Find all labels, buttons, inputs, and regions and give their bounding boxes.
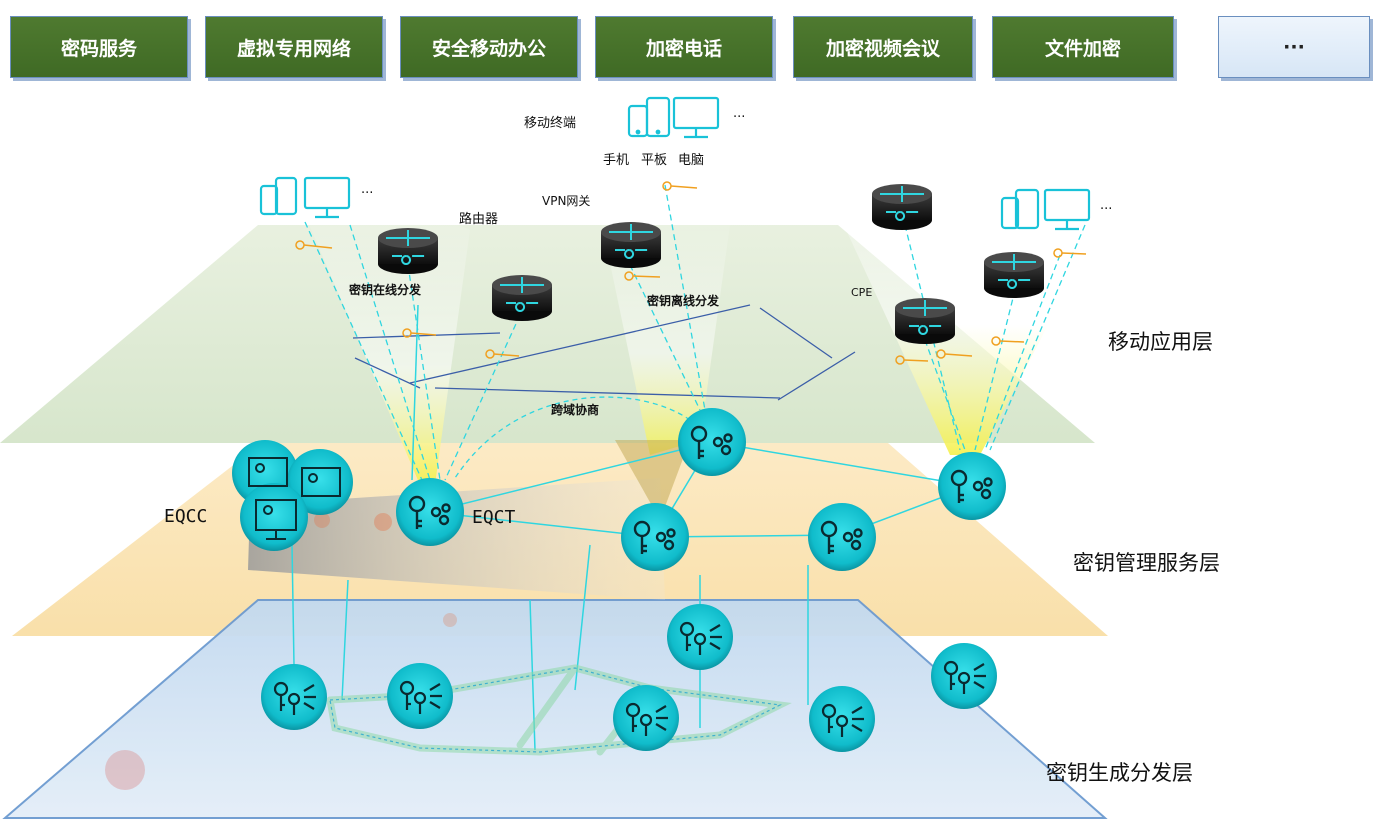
tab-crypto-service[interactable]: 密码服务 — [10, 16, 188, 78]
offline-distribution-label: 密钥离线分发 — [647, 294, 720, 308]
key-gen-node — [261, 664, 327, 730]
online-distribution-label: 密钥在线分发 — [349, 283, 422, 297]
key-management-layer-label: 密钥管理服务层 — [1073, 551, 1220, 575]
router-icon — [984, 252, 1044, 298]
blur-spot — [105, 750, 145, 790]
tablet-icon — [1014, 188, 1040, 230]
cpe-label: CPE — [851, 286, 873, 299]
blur-spot — [314, 512, 330, 528]
mobile-terminal-label: 移动终端 — [524, 116, 577, 131]
router-label: 路由器 — [459, 212, 499, 227]
tablet-icon — [274, 176, 298, 216]
computer-icon — [672, 96, 720, 139]
terminal-devices — [259, 96, 1091, 231]
eqcc-icon — [232, 440, 353, 551]
key-gen-node — [387, 663, 453, 729]
tab-more[interactable]: ··· — [1218, 16, 1370, 78]
computer-label: 电脑 — [678, 153, 705, 168]
key-generation-layer-label: 密钥生成分发层 — [1046, 761, 1193, 785]
tablet-icon — [645, 96, 671, 138]
beam-mid-olive — [615, 440, 690, 520]
tab-mobile-office[interactable]: 安全移动办公 — [400, 16, 578, 78]
phone-icon — [259, 184, 279, 216]
key-icons — [295, 181, 1087, 365]
phone-label: 手机 — [603, 153, 630, 168]
key-icon — [662, 181, 698, 191]
beam-eqcc-grey — [248, 478, 665, 600]
key-icon — [1053, 248, 1087, 258]
ellipsis-label: ··· — [361, 186, 374, 201]
router-icon — [378, 228, 438, 274]
key-icon — [402, 328, 437, 338]
blur-spot — [443, 613, 457, 627]
computer-icon — [1043, 188, 1091, 231]
terminal-dashed-links — [304, 184, 1086, 481]
cpe-icon — [895, 298, 955, 344]
mobile-app-layer-plane — [0, 225, 1095, 443]
tab-vpn[interactable]: 虚拟专用网络 — [205, 16, 383, 78]
key-icon — [295, 240, 333, 250]
key-icon — [624, 271, 661, 281]
phone-icon — [627, 104, 649, 138]
blur-spot — [374, 513, 392, 531]
router-icon — [872, 184, 932, 230]
key-gen-node — [931, 643, 997, 709]
mobile-layer-links — [352, 304, 856, 401]
eqcc-label: EQCC — [164, 506, 208, 527]
key-icon — [895, 355, 929, 365]
computer-icon — [303, 176, 351, 219]
ellipsis-label: ··· — [733, 110, 746, 125]
key-generation-layer-plane — [2, 599, 1108, 819]
key-icon — [485, 349, 520, 359]
key-icon — [936, 349, 973, 359]
tab-file-encryption[interactable]: 文件加密 — [992, 16, 1174, 78]
key-mgmt-node — [808, 503, 876, 571]
key-gen-node — [613, 685, 679, 751]
cross-domain-label: 跨域协商 — [551, 403, 600, 417]
key-icon — [991, 336, 1025, 346]
phone-icon — [1000, 196, 1020, 230]
key-gen-node — [667, 604, 733, 670]
key-mgmt-node — [621, 503, 689, 571]
ellipsis-label: ··· — [1100, 202, 1113, 217]
vpn-gateway-label: VPN网关 — [542, 194, 591, 208]
mobile-app-layer-label: 移动应用层 — [1108, 330, 1213, 354]
router-icon — [492, 275, 552, 321]
key-gen-node — [809, 686, 875, 752]
tablet-label: 平板 — [641, 153, 668, 168]
tab-encrypted-video[interactable]: 加密视频会议 — [793, 16, 973, 78]
eqct-label: EQCT — [472, 507, 516, 528]
key-mgmt-node — [678, 408, 746, 476]
key-mgmt-node — [938, 452, 1006, 520]
tab-encrypted-phone[interactable]: 加密电话 — [595, 16, 773, 78]
vpn-gateway-icon — [601, 222, 661, 268]
key-mgmt-node — [396, 478, 464, 546]
